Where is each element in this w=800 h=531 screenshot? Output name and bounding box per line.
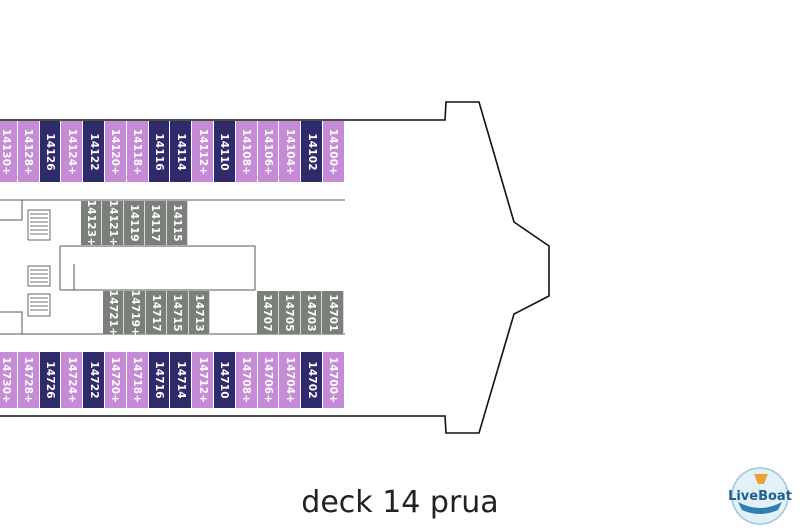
deck-title: deck 14 prua	[301, 485, 499, 520]
cabin-label: 14120+	[109, 128, 122, 175]
cabin-14114[interactable]: 14114	[170, 121, 193, 182]
cabin-label: 14118+	[131, 128, 144, 175]
cabin-label: 14712+	[196, 356, 209, 404]
cabin-14706[interactable]: 14706+	[257, 352, 280, 408]
cabin-14122[interactable]: 14122	[83, 121, 105, 182]
cabin-label: 14716	[152, 361, 165, 399]
cabin-14720[interactable]: 14720+	[105, 352, 127, 408]
cabin-label: 14707	[261, 293, 274, 332]
cabin-14117[interactable]: 14117	[145, 201, 167, 245]
liveboat-logo: LiveBoat	[728, 467, 792, 525]
inner-structure	[0, 199, 345, 335]
cabin-14708[interactable]: 14708+	[235, 352, 258, 408]
cabin-label: 14702	[305, 361, 318, 399]
cabin-14130[interactable]: 14130+	[0, 121, 18, 182]
stairs-icon	[27, 209, 51, 317]
cabin-label: 14119	[127, 204, 140, 242]
cabin-label: 14728+	[22, 356, 35, 404]
cabin-label: 14123+	[85, 199, 98, 247]
cabin-14712[interactable]: 14712+	[192, 352, 214, 408]
cabin-label: 14724+	[65, 356, 78, 404]
cabin-label: 14726	[43, 361, 56, 399]
cabin-14104[interactable]: 14104+	[279, 121, 302, 182]
cabin-14730[interactable]: 14730+	[0, 352, 18, 408]
cabin-14719[interactable]: 14719+	[124, 289, 146, 336]
cabin-14102[interactable]: 14102	[301, 121, 323, 182]
cabin-14701[interactable]: 14701	[322, 291, 345, 334]
cabin-14702[interactable]: 14702	[301, 352, 323, 408]
cabin-14118[interactable]: 14118+	[126, 121, 149, 182]
cabin-14715[interactable]: 14715	[167, 291, 189, 334]
cabin-label: 14718+	[131, 356, 144, 404]
cabin-label: 14704+	[283, 356, 296, 404]
cabin-label: 14715	[171, 293, 184, 332]
cabin-label: 14100+	[327, 128, 340, 175]
cabin-14705[interactable]: 14705	[278, 291, 301, 334]
cabin-label: 14121+	[106, 199, 119, 247]
cabin-label: 14703	[304, 293, 317, 332]
cabin-14721[interactable]: 14721+	[103, 289, 125, 336]
cabin-label: 14720+	[109, 356, 122, 404]
cabin-14128[interactable]: 14128+	[17, 121, 40, 182]
cabin-label: 14730+	[0, 356, 13, 404]
cabin-label: 14117	[149, 204, 162, 242]
cabin-14115[interactable]: 14115	[166, 201, 188, 245]
cabin-14119[interactable]: 14119	[123, 201, 146, 245]
cabin-14126[interactable]: 14126	[39, 121, 62, 182]
cabin-label: 14116	[152, 132, 165, 171]
cabin-label: 14108+	[240, 128, 253, 175]
logo-text: LiveBoat	[728, 489, 792, 504]
cabin-14724[interactable]: 14724+	[61, 352, 84, 408]
cabin-14728[interactable]: 14728+	[17, 352, 40, 408]
cabin-label: 14130+	[0, 128, 13, 175]
cabin-14703[interactable]: 14703	[300, 291, 323, 334]
cabin-14110[interactable]: 14110	[214, 121, 236, 182]
cabin-14700[interactable]: 14700+	[323, 352, 345, 408]
cabin-14124[interactable]: 14124+	[61, 121, 84, 182]
cabin-14120[interactable]: 14120+	[105, 121, 127, 182]
cabin-14704[interactable]: 14704+	[279, 352, 302, 408]
cabin-14713[interactable]: 14713	[188, 291, 210, 334]
cabin-label: 14706+	[261, 356, 274, 404]
cabin-14710[interactable]: 14710	[214, 352, 236, 408]
cabin-label: 14112+	[196, 128, 209, 175]
cabin-label: 14104+	[283, 128, 296, 175]
cabin-14714[interactable]: 14714	[170, 352, 193, 408]
cabin-label: 14700+	[327, 356, 340, 404]
cabin-label: 14721+	[107, 289, 120, 336]
cabin-14716[interactable]: 14716	[148, 352, 171, 408]
cabin-14121[interactable]: 14121+	[102, 199, 124, 247]
cabin-label: 14110	[218, 132, 231, 171]
cabin-label: 14102	[305, 132, 318, 171]
cabin-label: 14122	[87, 132, 100, 171]
cabin-label: 14124+	[65, 128, 78, 175]
cabin-label: 14106+	[261, 128, 274, 175]
cabin-label: 14705	[283, 293, 296, 332]
cabin-label: 14710	[218, 361, 231, 399]
cabin-label: 14128+	[22, 128, 35, 175]
cabin-14718[interactable]: 14718+	[126, 352, 149, 408]
cabin-14112[interactable]: 14112+	[192, 121, 214, 182]
cabin-14722[interactable]: 14722	[83, 352, 105, 408]
cabin-14726[interactable]: 14726	[39, 352, 62, 408]
cabin-label: 14713	[192, 293, 205, 332]
cabin-14108[interactable]: 14108+	[235, 121, 258, 182]
cabin-label: 14719+	[128, 289, 141, 336]
cabin-14707[interactable]: 14707	[257, 291, 279, 334]
cabin-label: 14115	[170, 204, 183, 242]
cabin-label: 14708+	[240, 356, 253, 404]
cabin-label: 14714	[174, 361, 187, 399]
cabin-14100[interactable]: 14100+	[323, 121, 345, 182]
cabin-14106[interactable]: 14106+	[257, 121, 280, 182]
cabin-14123[interactable]: 14123+	[81, 199, 103, 247]
cabin-label: 14722	[87, 361, 100, 399]
hull-outline	[0, 101, 550, 434]
cabin-label: 14126	[43, 132, 56, 171]
cabin-14717[interactable]: 14717	[145, 291, 168, 334]
cabin-label: 14701	[326, 293, 339, 332]
cabin-label: 14717	[149, 293, 162, 332]
cabin-14116[interactable]: 14116	[148, 121, 171, 182]
cabin-label: 14114	[174, 132, 187, 171]
